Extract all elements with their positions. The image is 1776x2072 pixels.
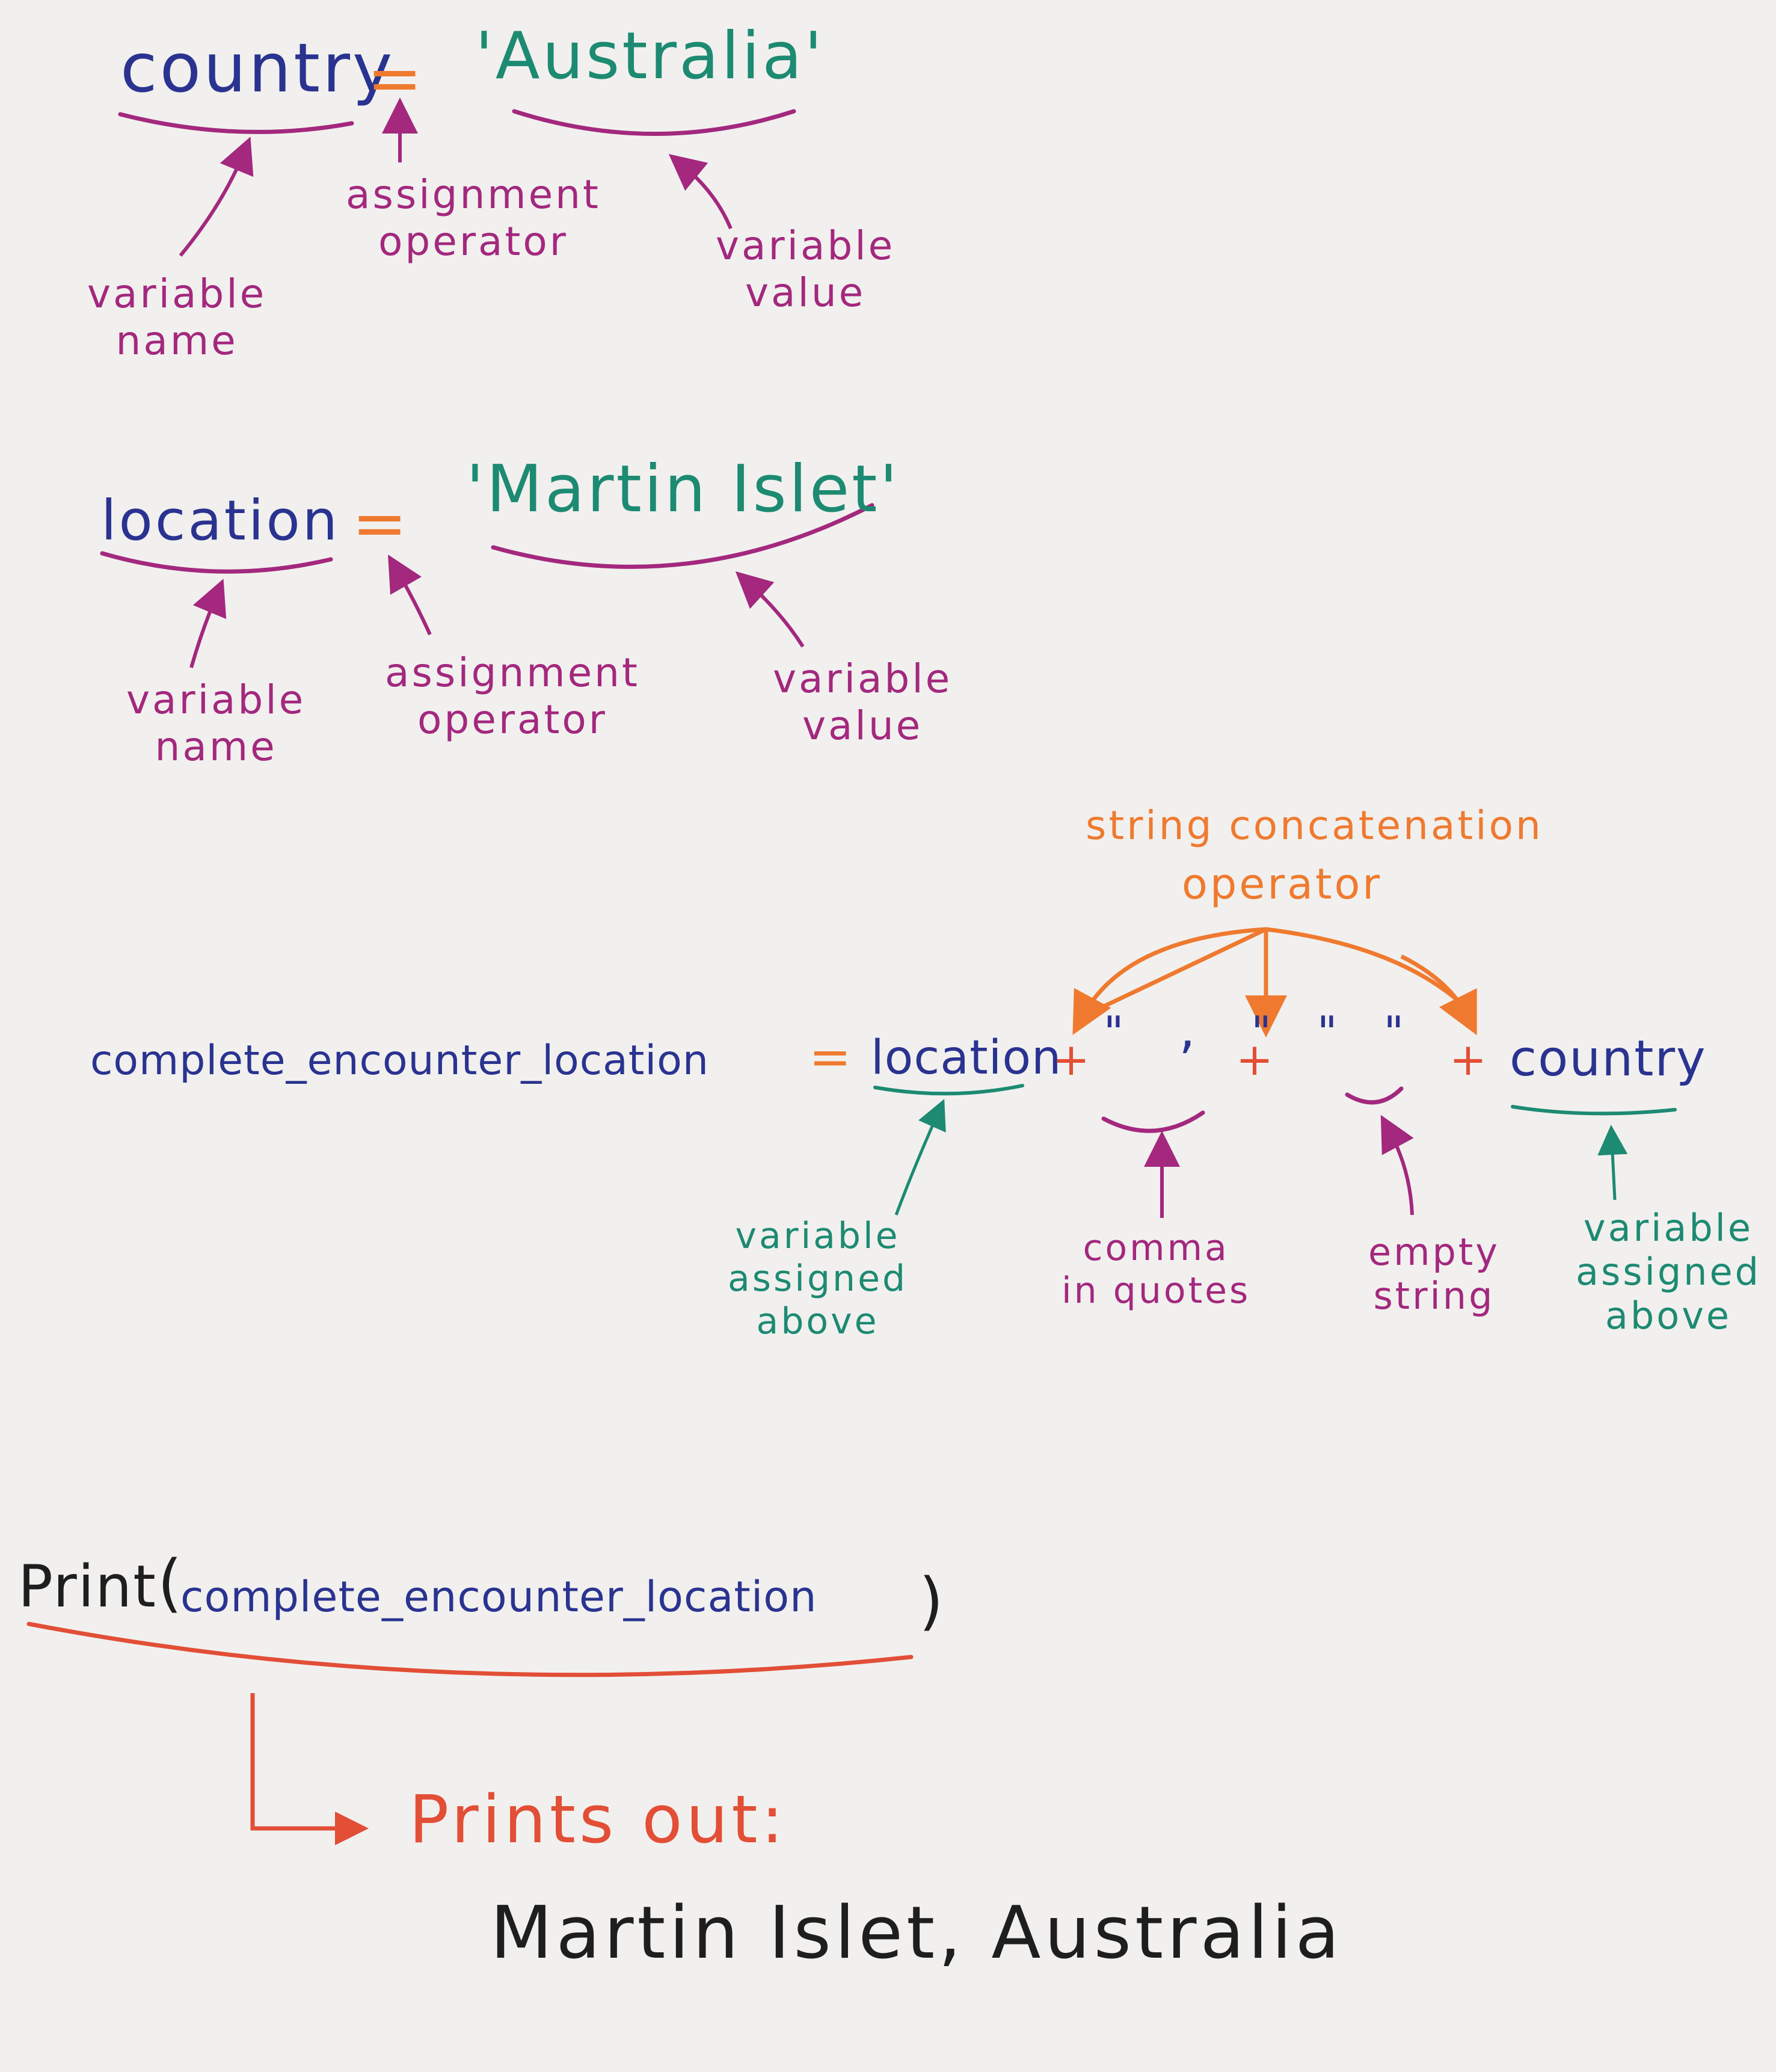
underline-var2 [1511, 1105, 1677, 1116]
variable-name-location: location [101, 488, 340, 553]
concat-arrow-right [1400, 954, 1477, 1036]
comma-string-literal: " , " [1101, 1007, 1285, 1057]
arrow-varname-1 [179, 137, 254, 257]
label-string-concatenation: string concatenation [1086, 802, 1543, 849]
plus-operator-3: + [1449, 1034, 1490, 1086]
underline-comma [1101, 1110, 1205, 1133]
assignment-equals-3: = [809, 1027, 854, 1086]
arrow-var1 [894, 1099, 946, 1216]
label-assignment-operator-1: assignment operator [346, 171, 601, 265]
arrow-prints-out [250, 1693, 369, 1845]
variable-value-martin-islet: 'Martin Islet' [466, 452, 900, 527]
arrow-value-1 [668, 153, 733, 230]
printed-output-result: Martin Islet, Australia [490, 1892, 1344, 1975]
concat-arc-left [1072, 927, 1267, 1035]
concat-var-location: location [871, 1031, 1062, 1085]
underline-location [100, 551, 333, 574]
variable-name-country: country [120, 29, 395, 108]
empty-string-literal: " " [1314, 1007, 1415, 1057]
label-variable-name-1: variable name [87, 271, 267, 364]
label-variable-value-1: variable value [716, 223, 896, 316]
label-variable-assigned-above-2: variable assigned above [1576, 1206, 1761, 1338]
concat-arc [1081, 927, 1457, 1019]
arrow-var2 [1597, 1125, 1628, 1200]
print-argument: complete_encounter_location [180, 1572, 817, 1622]
underline-martin-islet [491, 503, 874, 569]
lhs-complete-encounter-location: complete_encounter_location [90, 1037, 710, 1084]
assignment-equals-2: = [352, 485, 410, 562]
arrow-empty [1380, 1114, 1414, 1216]
label-variable-name-2: variable name [126, 677, 306, 770]
underline-country [118, 112, 354, 134]
label-variable-assigned-above-1: variable assigned above [728, 1215, 908, 1342]
label-prints-out: Prints out: [409, 1781, 787, 1858]
underline-print [26, 1622, 914, 1677]
print-open-paren: ( [158, 1546, 185, 1620]
arrow-value-2 [735, 571, 805, 648]
variable-value-australia: 'Australia' [475, 19, 825, 94]
underline-var1 [873, 1084, 1024, 1096]
arrow-operator-2 [388, 555, 432, 636]
underline-australia [512, 109, 796, 136]
plus-operator-1: + [1052, 1034, 1093, 1086]
print-keyword: Print [18, 1553, 157, 1620]
print-close-paren: ) [919, 1564, 946, 1638]
plus-operator-2: + [1236, 1034, 1276, 1086]
arrow-varname-2 [189, 579, 227, 668]
underline-empty [1345, 1086, 1404, 1105]
assignment-equals-1: = [367, 40, 425, 117]
label-comma-in-quotes: comma in quotes [1062, 1227, 1251, 1312]
label-empty-string: empty string [1368, 1230, 1500, 1318]
label-assignment-operator-2: assignment operator [385, 650, 640, 743]
label-operator: operator [1182, 859, 1383, 909]
label-variable-value-2: variable value [773, 656, 953, 749]
concat-var-country: country [1510, 1030, 1707, 1087]
